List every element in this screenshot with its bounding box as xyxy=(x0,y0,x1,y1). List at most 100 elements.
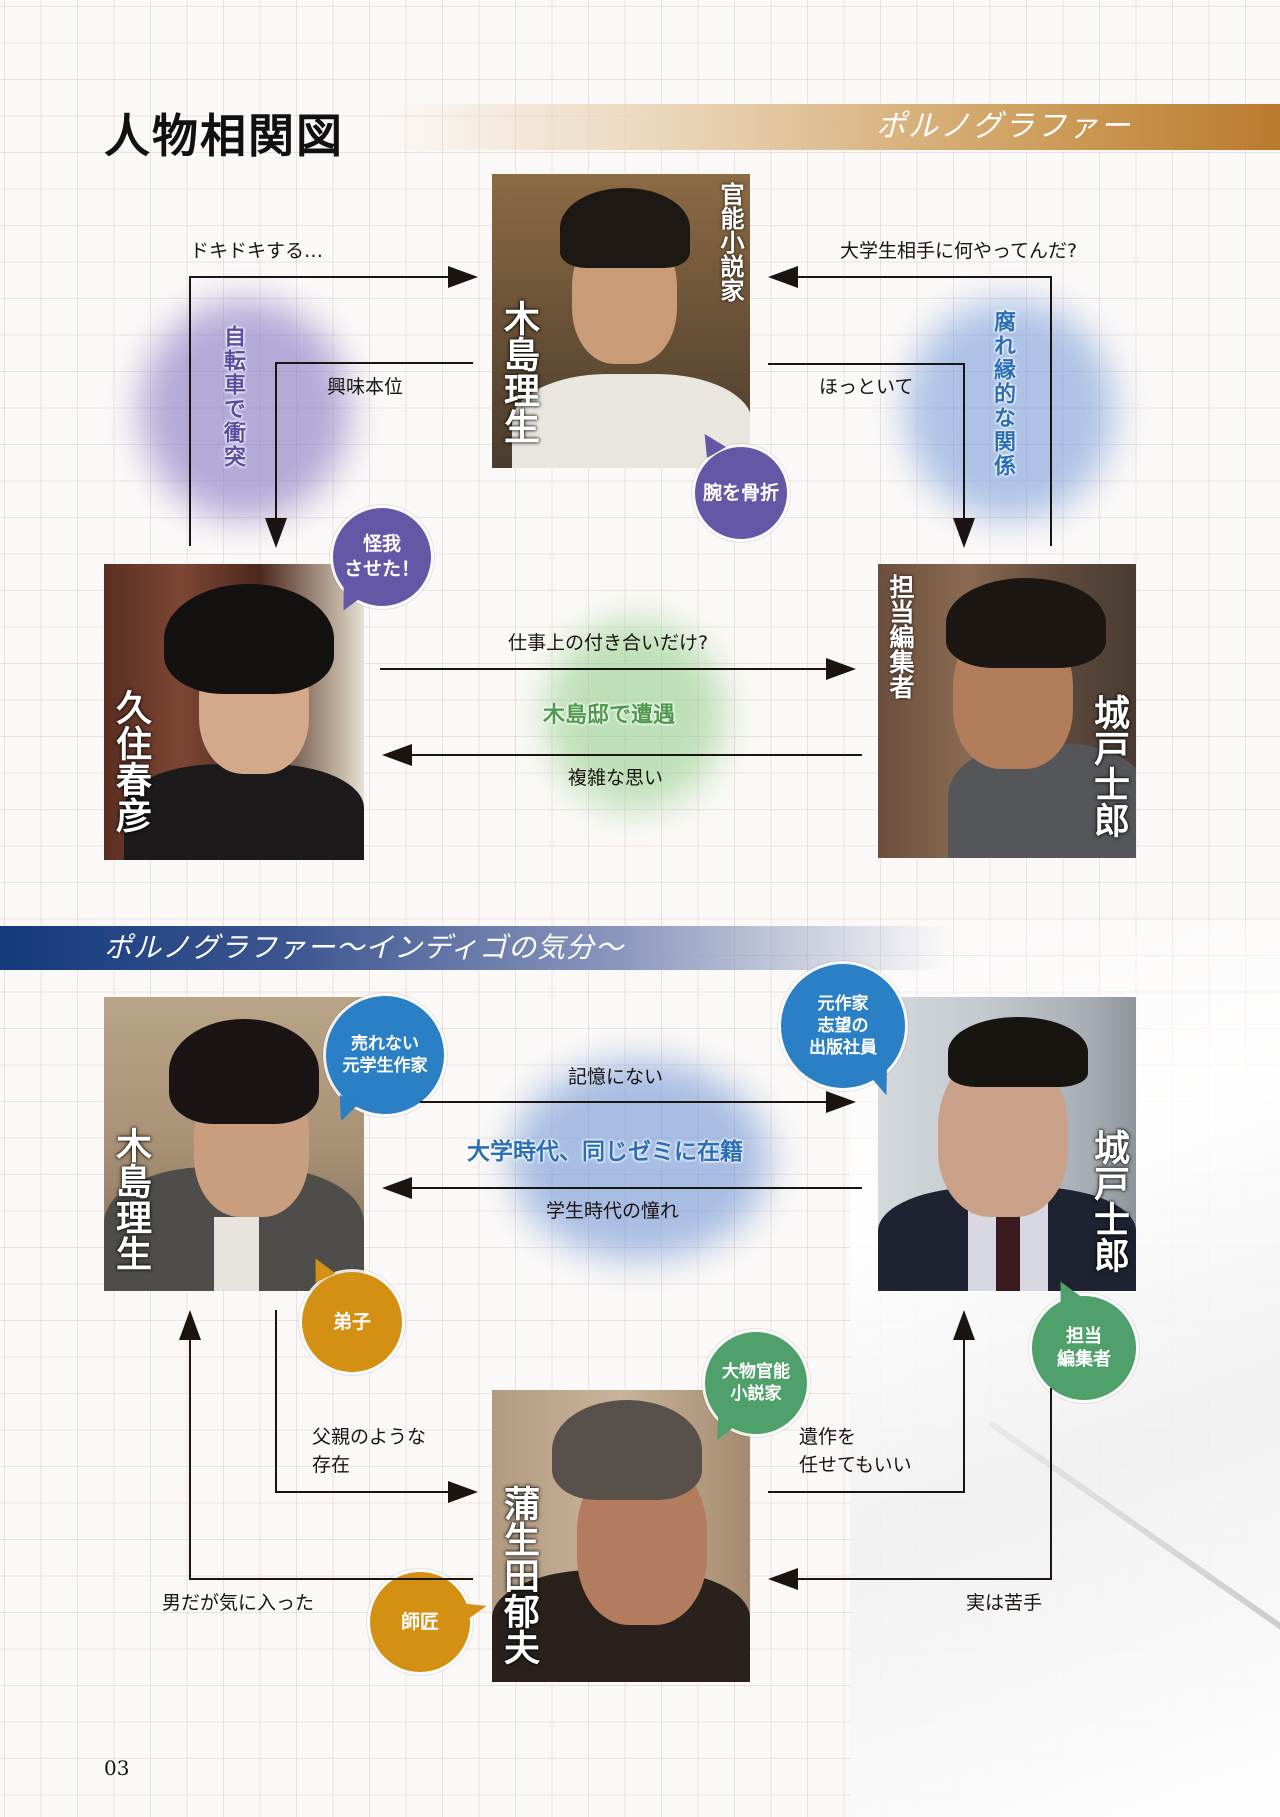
label-actually-dislikes: 実は苦手 xyxy=(966,1592,1043,1614)
highlight-met-at-kijima-house: 木島邸で遭遇 xyxy=(543,702,676,728)
bubble-caused-injury-line1: 怪我 xyxy=(362,533,401,556)
glow-blue xyxy=(905,300,1115,520)
arrow-gamota-to-kijima xyxy=(189,1578,473,1580)
arrow-kijima-to-gamota xyxy=(275,1310,277,1493)
section2-title: ポルノグラファー〜インディゴの気分〜 xyxy=(104,931,625,964)
bubble-disciple-text: 弟子 xyxy=(332,1310,371,1333)
arrowhead-right xyxy=(448,1481,478,1503)
label-posthumous-line2: 任せてもいい xyxy=(799,1453,912,1476)
arrow-kijima-to-kido xyxy=(963,363,965,528)
bubble-broken-arm-text: 腕を骨折 xyxy=(702,481,779,504)
arrow-kijima-to-kuzumi xyxy=(275,362,277,527)
highlight-same-seminar: 大学時代、同じゼミに在籍 xyxy=(467,1138,743,1165)
bubble-former-writer-line3: 出版社員 xyxy=(809,1038,877,1059)
photo-figure-shirt xyxy=(214,1217,259,1291)
arrow-gamota-to-kido xyxy=(768,1491,965,1493)
bubble-former-writer-line1: 元作家 xyxy=(817,993,869,1014)
photo-figure-hair xyxy=(552,1400,702,1500)
photo-figure-hair xyxy=(164,584,334,694)
label-posthumous-work: 遺作を 任せてもいい xyxy=(799,1424,912,1479)
arrow-kido-to-gamota xyxy=(1050,1388,1052,1580)
role-erotic-novelist: 官能小説家 xyxy=(716,182,745,302)
label-kido-to-kuzumi: 複雑な思い xyxy=(568,767,664,789)
name-kuzumi-haruhiko: 久住春彦 xyxy=(110,689,151,833)
photo-figure-hair xyxy=(169,1019,319,1124)
arrowhead-right xyxy=(448,266,478,288)
bubble-great-erotic-novelist: 大物官能 小説家 xyxy=(705,1332,807,1434)
arrow-kido-to-kijima-admiration xyxy=(410,1187,862,1189)
photo-kuzumi-haruhiko: 久住春彦 xyxy=(104,564,364,860)
arrow-kijima-to-kuzumi xyxy=(275,362,473,364)
arrow-gamota-to-kijima xyxy=(189,1336,191,1580)
bubble-great-novelist-line1: 大物官能 xyxy=(722,1361,790,1382)
arrowhead-left xyxy=(768,266,798,288)
arrow-kido-to-kuzumi xyxy=(410,754,862,756)
name-kido-shirou: 城戸士郎 xyxy=(1088,694,1129,838)
arrow-kido-to-kijima xyxy=(795,276,1052,278)
arrowhead-left xyxy=(382,1177,412,1199)
label-kuzumi-to-kido: 仕事上の付き合いだけ? xyxy=(508,632,709,654)
name-kido-shirou: 城戸士郎 xyxy=(1088,1129,1129,1273)
name-kijima-riou: 木島理生 xyxy=(110,1127,151,1271)
photo-kido-shirou: 担当編集者 城戸士郎 xyxy=(878,564,1136,858)
arrow-kijima-to-gamota xyxy=(275,1491,455,1493)
bubble-broken-arm: 腕を骨折 xyxy=(695,447,787,539)
section1-title-band xyxy=(380,104,1280,150)
role-editor: 担当編集者 xyxy=(886,574,915,699)
label-father-figure-line1: 父親のような xyxy=(312,1426,427,1448)
photo-figure-shirt xyxy=(512,374,750,468)
arrowhead-up xyxy=(179,1310,201,1340)
label-student-admiration: 学生時代の憧れ xyxy=(546,1200,680,1222)
photo-figure-hair xyxy=(560,188,690,268)
photo-kijima-riou-s2: 木島理生 xyxy=(104,997,364,1291)
arrow-kuzumi-to-kijima xyxy=(189,276,459,278)
arrow-kuzumi-to-kido xyxy=(380,668,830,670)
page-title: 人物相関図 xyxy=(104,109,344,163)
bubble-unsold-writer: 売れない 元学生作家 xyxy=(326,996,444,1114)
bubble-caused-injury: 怪我 させた！ xyxy=(333,508,431,606)
arrow-kijima-to-kido-memory xyxy=(420,1101,830,1103)
photo-figure-hair xyxy=(946,578,1106,668)
arrowhead-left xyxy=(382,744,412,766)
photo-kido-shirou-s2: 城戸士郎 xyxy=(878,997,1136,1291)
photo-gamota-ikuo: 蒲生田郁夫 xyxy=(492,1390,750,1682)
bubble-master-text: 師匠 xyxy=(400,1610,439,1633)
section2-title-band xyxy=(0,926,950,970)
bubble-great-novelist-line2: 小説家 xyxy=(730,1384,782,1404)
bubble-unsold-writer-line1: 売れない xyxy=(351,1033,419,1054)
label-kijima-to-kuzumi: 興味本位 xyxy=(327,376,404,398)
bubble-former-writer-hopeful: 元作家 志望の 出版社員 xyxy=(781,964,905,1088)
bubble-disciple: 弟子 xyxy=(302,1272,402,1372)
arrow-gamota-to-kido xyxy=(963,1336,965,1493)
label-likes-him: 男だが気に入った xyxy=(162,1592,315,1614)
label-father-figure: 父親のような 存在 xyxy=(312,1424,426,1479)
arrow-kijima-to-kido xyxy=(768,363,965,365)
photo-kijima-riou: 木島理生 官能小説家 xyxy=(492,174,750,468)
label-no-memory: 記憶にない xyxy=(568,1066,664,1088)
bubble-caused-injury-line2: させた！ xyxy=(343,558,420,580)
label-kuzumi-to-kijima: ドキドキする… xyxy=(190,240,324,262)
label-kido-to-kijima: 大学生相手に何やってんだ? xyxy=(840,240,1078,262)
page-number: 03 xyxy=(104,1756,130,1780)
arrowhead-up xyxy=(953,1310,975,1340)
arrowhead-left xyxy=(768,1568,798,1590)
bubble-unsold-writer-line2: 元学生作家 xyxy=(342,1056,428,1076)
arrow-kido-to-gamota xyxy=(795,1578,1052,1580)
label-kijima-to-kido: ほっといて xyxy=(819,376,914,398)
photo-figure-hair xyxy=(948,1017,1088,1087)
label-father-figure-line2: 存在 xyxy=(312,1453,351,1476)
arrowhead-down xyxy=(265,518,287,548)
arrow-kuzumi-to-kijima xyxy=(189,276,191,546)
bubble-former-writer-line2: 志望の xyxy=(817,1015,869,1036)
arrow-kido-to-kijima xyxy=(1050,276,1052,546)
bubble-editor-line1: 担当 xyxy=(1066,1325,1102,1347)
highlight-bicycle-collision: 自転車で衝突 xyxy=(220,325,246,469)
photo-figure-tie xyxy=(996,1205,1020,1291)
glow-blue xyxy=(510,1060,770,1260)
section1-title: ポルノグラファー xyxy=(876,109,1132,144)
highlight-old-acquaintance: 腐れ縁的な関係 xyxy=(990,310,1016,478)
bubble-editor-line2: 編集者 xyxy=(1057,1349,1111,1370)
label-posthumous-line1: 遺作を xyxy=(799,1426,857,1448)
photo-figure-shirt xyxy=(124,764,364,860)
bubble-editor-in-charge: 担当 編集者 xyxy=(1032,1296,1136,1400)
